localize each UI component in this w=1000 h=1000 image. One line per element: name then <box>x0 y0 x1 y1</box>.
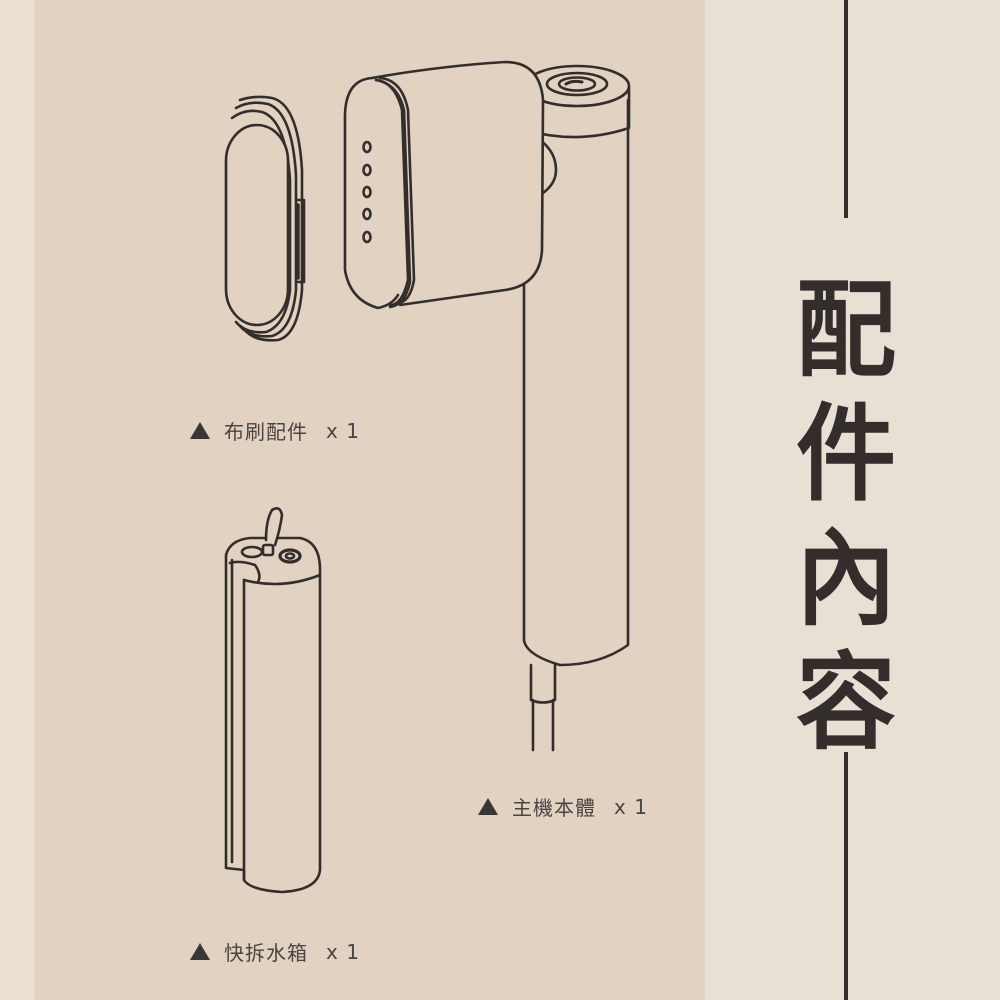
item-name: 布刷配件 <box>224 420 308 444</box>
title-panel <box>705 0 1000 1000</box>
item-quantity: x 1 <box>326 418 360 443</box>
title-char-3: 內 <box>796 516 896 640</box>
item-label-water-tank: 快拆水箱 x 1 <box>190 937 360 966</box>
decorative-line-bottom <box>844 752 848 1000</box>
brush-attachment-illustration <box>224 95 306 342</box>
title-char-2: 件 <box>796 392 896 516</box>
item-name: 快拆水箱 <box>224 941 308 965</box>
page-title: 配 件 內 容 <box>790 268 902 764</box>
water-tank-illustration <box>224 507 322 894</box>
left-border-strip <box>0 0 35 1000</box>
item-quantity: x 1 <box>614 794 648 819</box>
title-char-1: 配 <box>796 268 896 392</box>
main-unit-illustration <box>343 60 631 752</box>
item-quantity: x 1 <box>326 939 360 964</box>
item-label-brush: 布刷配件 x 1 <box>190 416 360 445</box>
triangle-up-icon <box>478 798 498 815</box>
decorative-line-top <box>844 0 848 218</box>
item-label-main-unit: 主機本體 x 1 <box>478 792 648 821</box>
item-name: 主機本體 <box>512 796 596 820</box>
triangle-up-icon <box>190 943 210 960</box>
triangle-up-icon <box>190 422 210 439</box>
title-char-4: 容 <box>796 640 896 764</box>
